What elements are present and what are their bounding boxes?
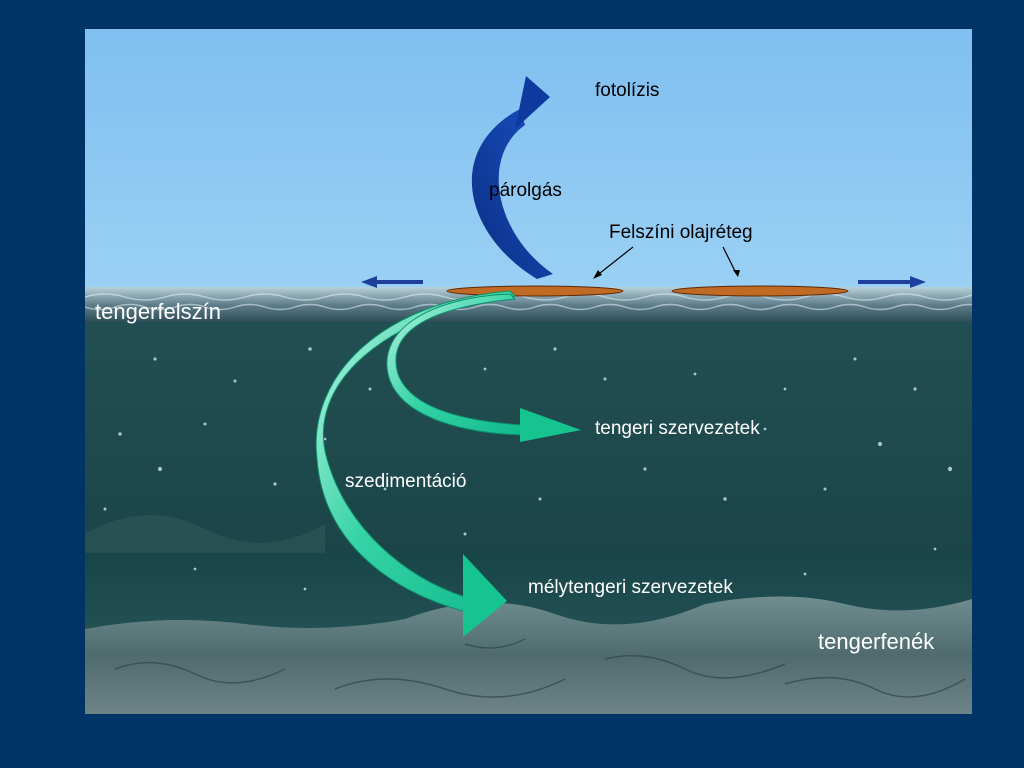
oil-pointer-left-head (593, 270, 602, 279)
evaporation-arrow (471, 109, 553, 279)
oil-pointer-right-head (733, 270, 740, 277)
photolysis-label: fotolízis (595, 80, 660, 101)
sedimentation-label: szedimentáció (345, 471, 467, 492)
suspended-particles (103, 347, 953, 591)
sea-floor-label: tengerfenék (818, 629, 935, 654)
sea-surface-label: tengerfelszín (95, 299, 221, 324)
sky-area (85, 29, 972, 291)
surface-wave-texture (85, 293, 972, 311)
deep-sea-organisms-label: mélytengeri szervezetek (528, 577, 733, 598)
seabed (85, 596, 972, 714)
oil-slick-left (446, 285, 624, 297)
evaporation-arrowhead (515, 76, 550, 129)
distant-ridge (85, 515, 325, 553)
sedimentation-arrow (315, 290, 517, 612)
spreading-arrow-right (858, 276, 926, 288)
seabed-cracks (114, 638, 966, 698)
diagram-canvas: fotolízis párolgás Felszíni olajréteg te… (85, 29, 972, 714)
surface-oil-layer-label: Felszíni olajréteg (609, 222, 753, 243)
evaporation-label: párolgás (489, 180, 562, 201)
marine-organisms-label: tengeri szervezetek (595, 418, 760, 439)
diagram-illustration (85, 29, 972, 714)
oil-slick-right (671, 285, 849, 297)
spreading-arrow-left (361, 276, 423, 288)
marine-organisms-arrowhead (520, 408, 581, 442)
sedimentation-arrowhead (463, 554, 507, 637)
